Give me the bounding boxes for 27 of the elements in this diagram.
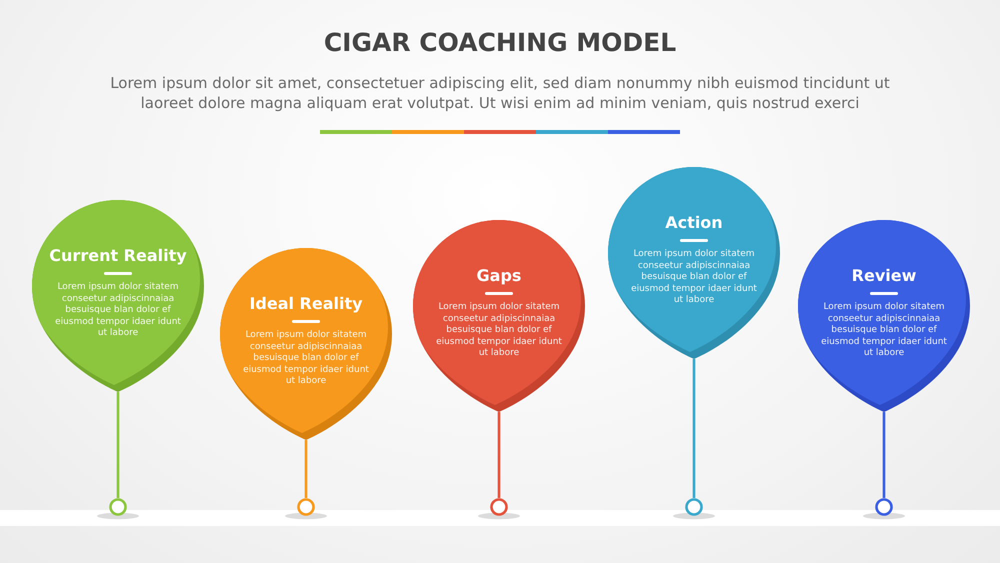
balloon-pin	[32, 200, 204, 392]
step-heading: Gaps	[476, 266, 522, 286]
ring-marker	[875, 498, 893, 516]
connector-line	[882, 412, 886, 498]
ring-marker	[297, 498, 315, 516]
step-heading: Review	[852, 266, 916, 286]
ring-marker	[490, 498, 508, 516]
ring-marker	[685, 498, 703, 516]
balloon-pin	[220, 248, 392, 440]
step-heading: Action	[665, 213, 723, 233]
balloon-pin	[798, 220, 970, 412]
title: CIGAR COACHING MODEL	[324, 28, 676, 58]
step-description: Lorem ipsum dolor sitatem conseetur adipiscinnaiaa besuisque blan dolor ef eiusmod tempor idaer idunt ut labore	[242, 330, 370, 388]
connector-line	[116, 392, 120, 498]
balloon-pin	[413, 220, 585, 412]
subtitle-text: Lorem ipsum dolor sit amet, consectetuer adipiscing elit, sed diam nonummy nibh euismod tincidunt ut laoreet dolore magna aliquam erat volutpat. Ut wisi enim ad minim veniam, quis nostrud exerci	[109, 73, 891, 113]
step-description: Lorem ipsum dolor sitatem conseetur adipiscinnaiaa besuisque blan dolor ef eiusmod tempor idaer idunt ut labore	[435, 302, 563, 360]
step-description: Lorem ipsum dolor sitatem conseetur adipiscinnaiaa besuisque blan dolor ef eiusmod tempor idaer idunt ut labore	[54, 282, 182, 340]
connector-line	[498, 412, 500, 498]
step-description: Lorem ipsum dolor sitatem conseetur adipiscinnaiaa besuisque blan dolor ef eiusmod tempor idaer idunt ut labore	[820, 302, 948, 360]
ring-marker	[109, 498, 127, 516]
balloon-pin	[608, 167, 780, 359]
connector-line	[692, 359, 696, 498]
step-heading: Current Reality	[49, 246, 187, 266]
connector-line	[304, 440, 308, 498]
step-description: Lorem ipsum dolor sitatem conseetur adipiscinnaiaa besuisque blan dolor ef eiusmod tempor idaer idunt ut labore	[630, 249, 758, 306]
step-heading: Ideal Reality	[249, 294, 363, 314]
